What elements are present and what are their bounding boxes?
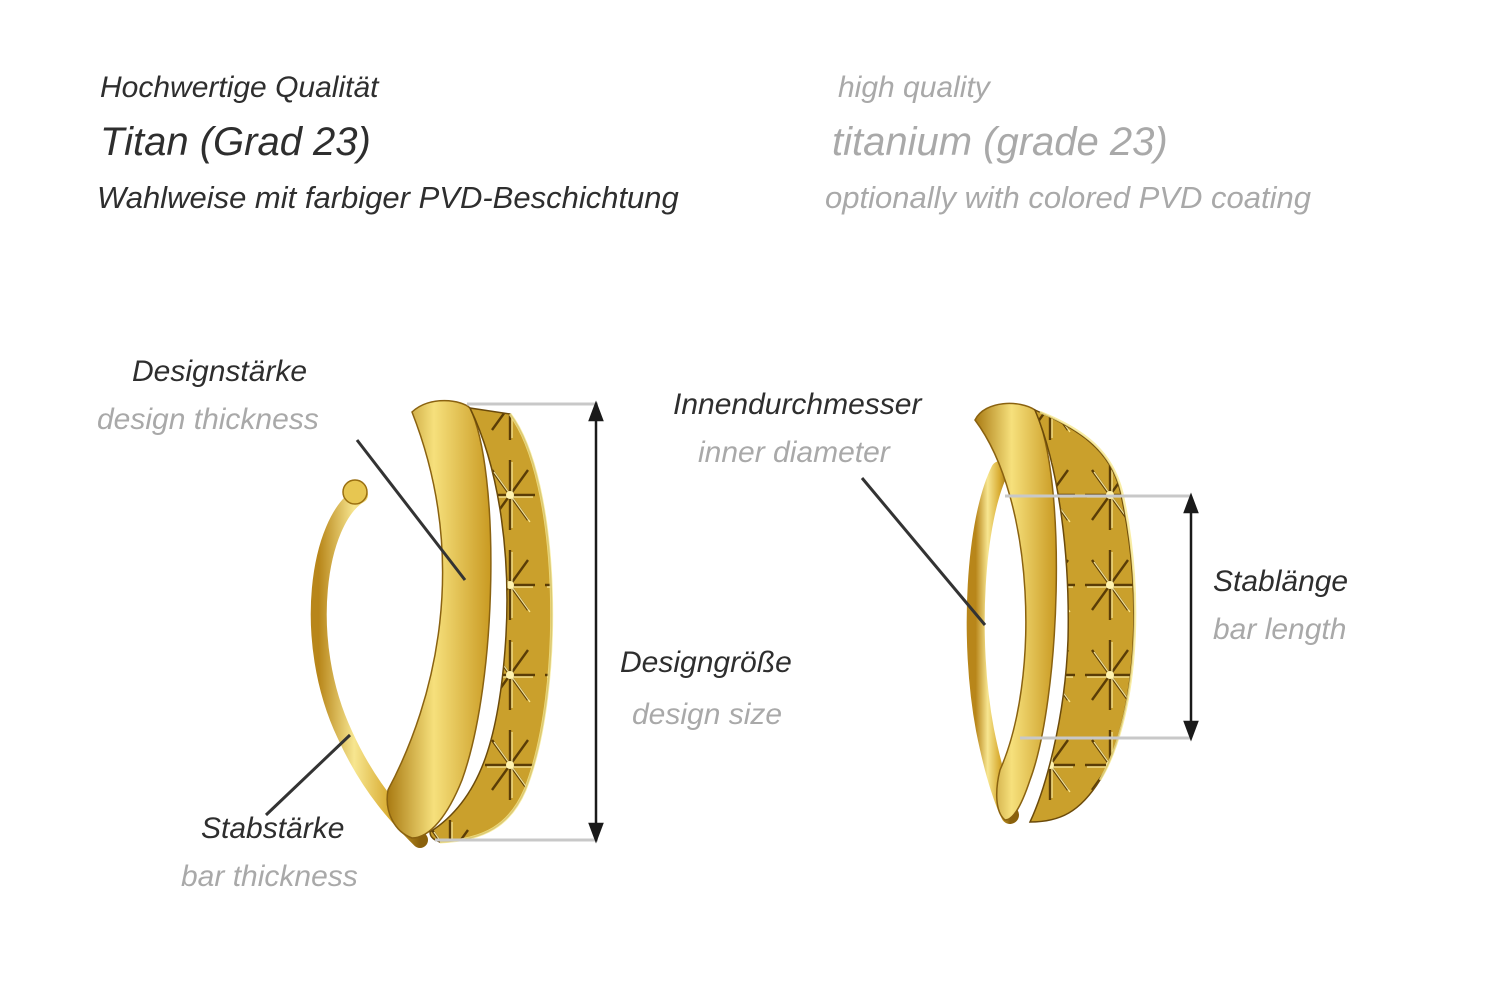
header-coating-de: Wahlweise mit farbiger PVD-Beschichtung: [97, 180, 679, 215]
header-quality-en: high quality: [838, 71, 990, 104]
ring-design-side: [386, 399, 492, 839]
label-design-size-de: Designgröße: [620, 646, 792, 679]
leader-lines: [264, 439, 987, 817]
label-design-thickness-en: design thickness: [97, 403, 319, 436]
label-bar-length-de: Stablänge: [1213, 565, 1349, 598]
label-design-thickness-de: Designstärke: [132, 355, 308, 388]
header-material-en: titanium (grade 23): [832, 120, 1168, 164]
header-quality-de: Hochwertige Qualität: [100, 71, 379, 104]
ring-bar-ball-end: [342, 479, 368, 505]
ring-front-engraved-band: [1028, 408, 1135, 823]
header-coating-en: optionally with colored PVD coating: [825, 180, 1311, 215]
ring-front-view: [966, 402, 1137, 824]
label-bar-length-en: bar length: [1213, 613, 1347, 646]
label-inner-diameter-de: Innendurchmesser: [673, 388, 922, 421]
dimension-arrows: [588, 400, 1199, 844]
label-inner-diameter-en: inner diameter: [698, 436, 890, 469]
guide-lines: [435, 402, 1192, 842]
label-design-size-en: design size: [632, 698, 783, 731]
header-material-de: Titan (Grad 23): [100, 120, 371, 164]
label-bar-thickness-en: bar thickness: [181, 860, 358, 893]
label-bar-thickness-de: Stabstärke: [201, 812, 345, 845]
ring-side-view: [310, 399, 554, 848]
